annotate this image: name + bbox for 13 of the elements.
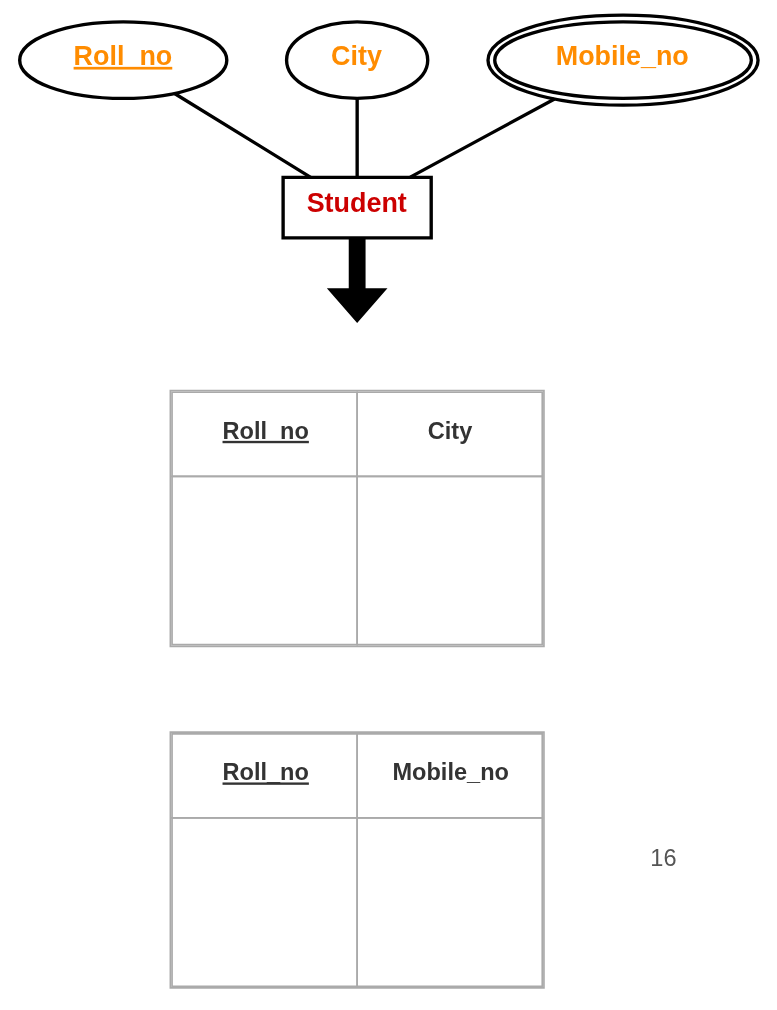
label: Roll_no — [222, 759, 309, 786]
label: Mobile_no — [391, 759, 509, 786]
connector — [173, 92, 312, 179]
label: Roll_no — [222, 417, 309, 444]
node-ellipse: Mobile_no — [485, 13, 760, 107]
connector — [354, 98, 359, 178]
label: 16 — [649, 845, 677, 872]
node-ellipse: City — [284, 20, 429, 101]
node-box: Student — [280, 175, 433, 240]
connector — [408, 97, 555, 179]
arrow — [326, 237, 387, 323]
node-ellipse: Roll_no — [17, 20, 228, 101]
label: City — [427, 417, 472, 444]
